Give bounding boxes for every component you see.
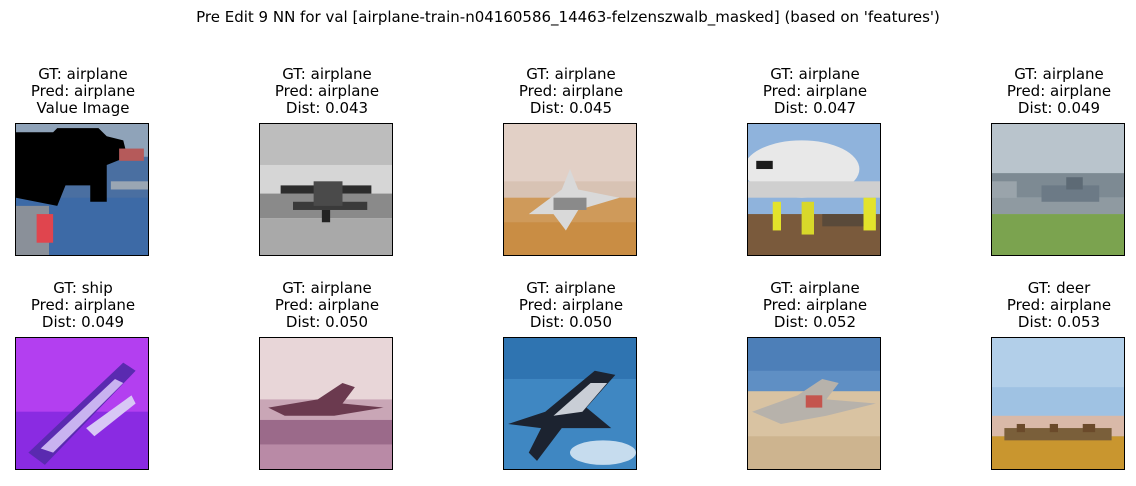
panel-caption: GT: ship Pred: airplane Dist: 0.049	[0, 280, 183, 331]
distance-label: Dist: 0.050	[285, 313, 369, 331]
thumbnail-grayscale-biplane	[259, 123, 393, 256]
thumbnail-plane-on-sand	[503, 123, 637, 256]
panel-caption: GT: airplane Pred: airplane Value Image	[0, 66, 183, 117]
pred-label: Pred: airplane	[30, 82, 136, 100]
distance-label: Dist: 0.052	[773, 313, 857, 331]
gt-label: GT: airplane	[526, 279, 616, 297]
thumbnail-airliner-with-crew	[747, 123, 881, 256]
panel-caption: GT: airplane Pred: airplane Dist: 0.052	[715, 280, 915, 331]
panel-caption: GT: airplane Pred: airplane Dist: 0.043	[227, 66, 427, 117]
panel-caption: GT: deer Pred: airplane Dist: 0.053	[959, 280, 1136, 331]
distance-label: Dist: 0.047	[773, 99, 857, 117]
panel-caption: GT: airplane Pred: airplane Dist: 0.050	[227, 280, 427, 331]
thumbnail-jet-blue-sky	[503, 337, 637, 470]
panel-caption: GT: airplane Pred: airplane Dist: 0.045	[471, 66, 671, 117]
distance-label: Dist: 0.045	[529, 99, 613, 117]
distance-label: Dist: 0.053	[1017, 313, 1101, 331]
figure-title: Pre Edit 9 NN for val [airplane-train-n0…	[196, 8, 940, 26]
value-label: Value Image	[36, 99, 130, 117]
pred-label: Pred: airplane	[274, 82, 380, 100]
pred-label: Pred: airplane	[1006, 82, 1112, 100]
panel-caption: GT: airplane Pred: airplane Dist: 0.049	[959, 66, 1136, 117]
thumbnail-purple-shape	[15, 337, 149, 470]
pred-label: Pred: airplane	[274, 296, 380, 314]
distance-label: Dist: 0.050	[529, 313, 613, 331]
gt-label: GT: airplane	[1014, 65, 1104, 83]
distance-label: Dist: 0.049	[1017, 99, 1101, 117]
thumbnail-deer-field	[991, 337, 1125, 470]
gt-label: GT: airplane	[38, 65, 128, 83]
pred-label: Pred: airplane	[30, 296, 136, 314]
pred-label: Pred: airplane	[762, 82, 868, 100]
pred-label: Pred: airplane	[1006, 296, 1112, 314]
thumbnail-masked-airplane	[15, 123, 149, 256]
gt-label: GT: airplane	[770, 279, 860, 297]
thumbnail-plane-on-airfield	[991, 123, 1125, 256]
gt-label: GT: airplane	[282, 279, 372, 297]
thumbnail-desert-airstrip	[747, 337, 881, 470]
panel-caption: GT: airplane Pred: airplane Dist: 0.050	[471, 280, 671, 331]
gt-label: GT: airplane	[770, 65, 860, 83]
pred-label: Pred: airplane	[518, 296, 624, 314]
gt-label: GT: deer	[1027, 279, 1091, 297]
gt-label: GT: airplane	[526, 65, 616, 83]
distance-label: Dist: 0.049	[41, 313, 125, 331]
thumbnail-pinkish-plane	[259, 337, 393, 470]
gt-label: GT: airplane	[282, 65, 372, 83]
pred-label: Pred: airplane	[762, 296, 868, 314]
panel-caption: GT: airplane Pred: airplane Dist: 0.047	[715, 66, 915, 117]
gt-label: GT: ship	[53, 279, 113, 297]
pred-label: Pred: airplane	[518, 82, 624, 100]
distance-label: Dist: 0.043	[285, 99, 369, 117]
